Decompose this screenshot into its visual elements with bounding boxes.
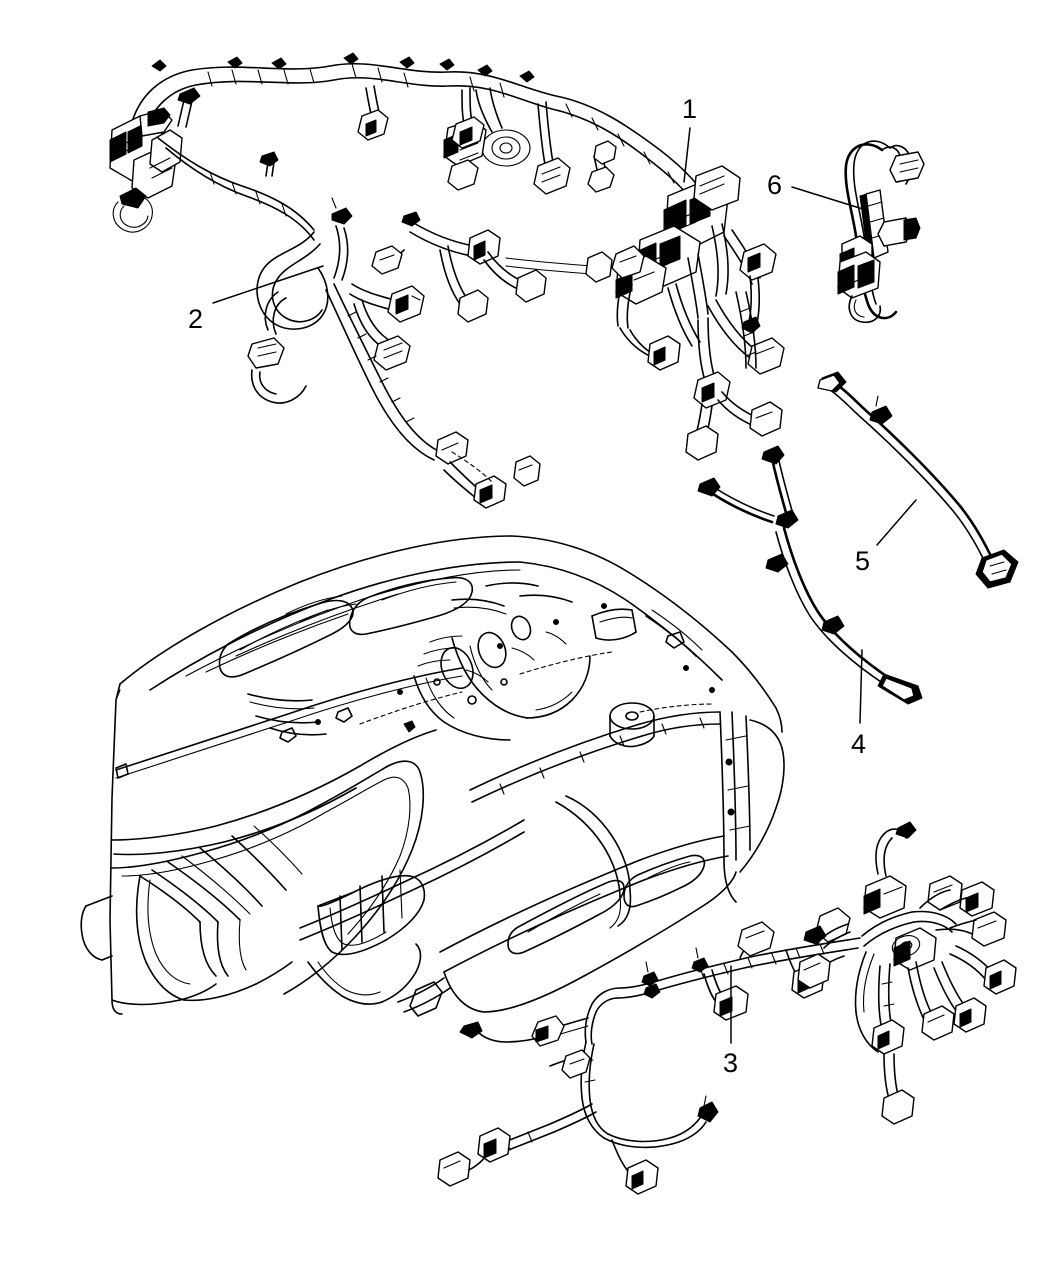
vehicle-front-end-body [80, 535, 785, 1017]
callout-leader-lines [212, 127, 917, 1044]
harness-1-headlamp-dash [109, 52, 785, 509]
leader-line-4 [859, 649, 863, 724]
callout-number-6: 6 [767, 170, 783, 200]
harness-3-front-end-module [437, 821, 1017, 1195]
harness-4-washer-nozzle-jumper [697, 445, 923, 705]
harness-1-left-connector-block [109, 107, 183, 233]
callout-number-2: 2 [188, 304, 204, 334]
callout-number-5: 5 [855, 546, 871, 576]
callout-number-4: 4 [851, 729, 867, 759]
harness-3-connector-cluster [797, 821, 1017, 1125]
harness-1-right-connector-cluster [615, 165, 741, 305]
leader-line-5 [876, 499, 917, 546]
leader-line-2 [212, 265, 324, 304]
harness-6-battery-positive-cable [837, 140, 925, 324]
harness-5-hood-lamp-jumper [817, 371, 1019, 589]
leader-line-1 [683, 127, 691, 183]
callout-number-3: 3 [723, 1048, 739, 1078]
callout-number-1: 1 [682, 94, 698, 124]
leader-line-6 [791, 186, 867, 211]
